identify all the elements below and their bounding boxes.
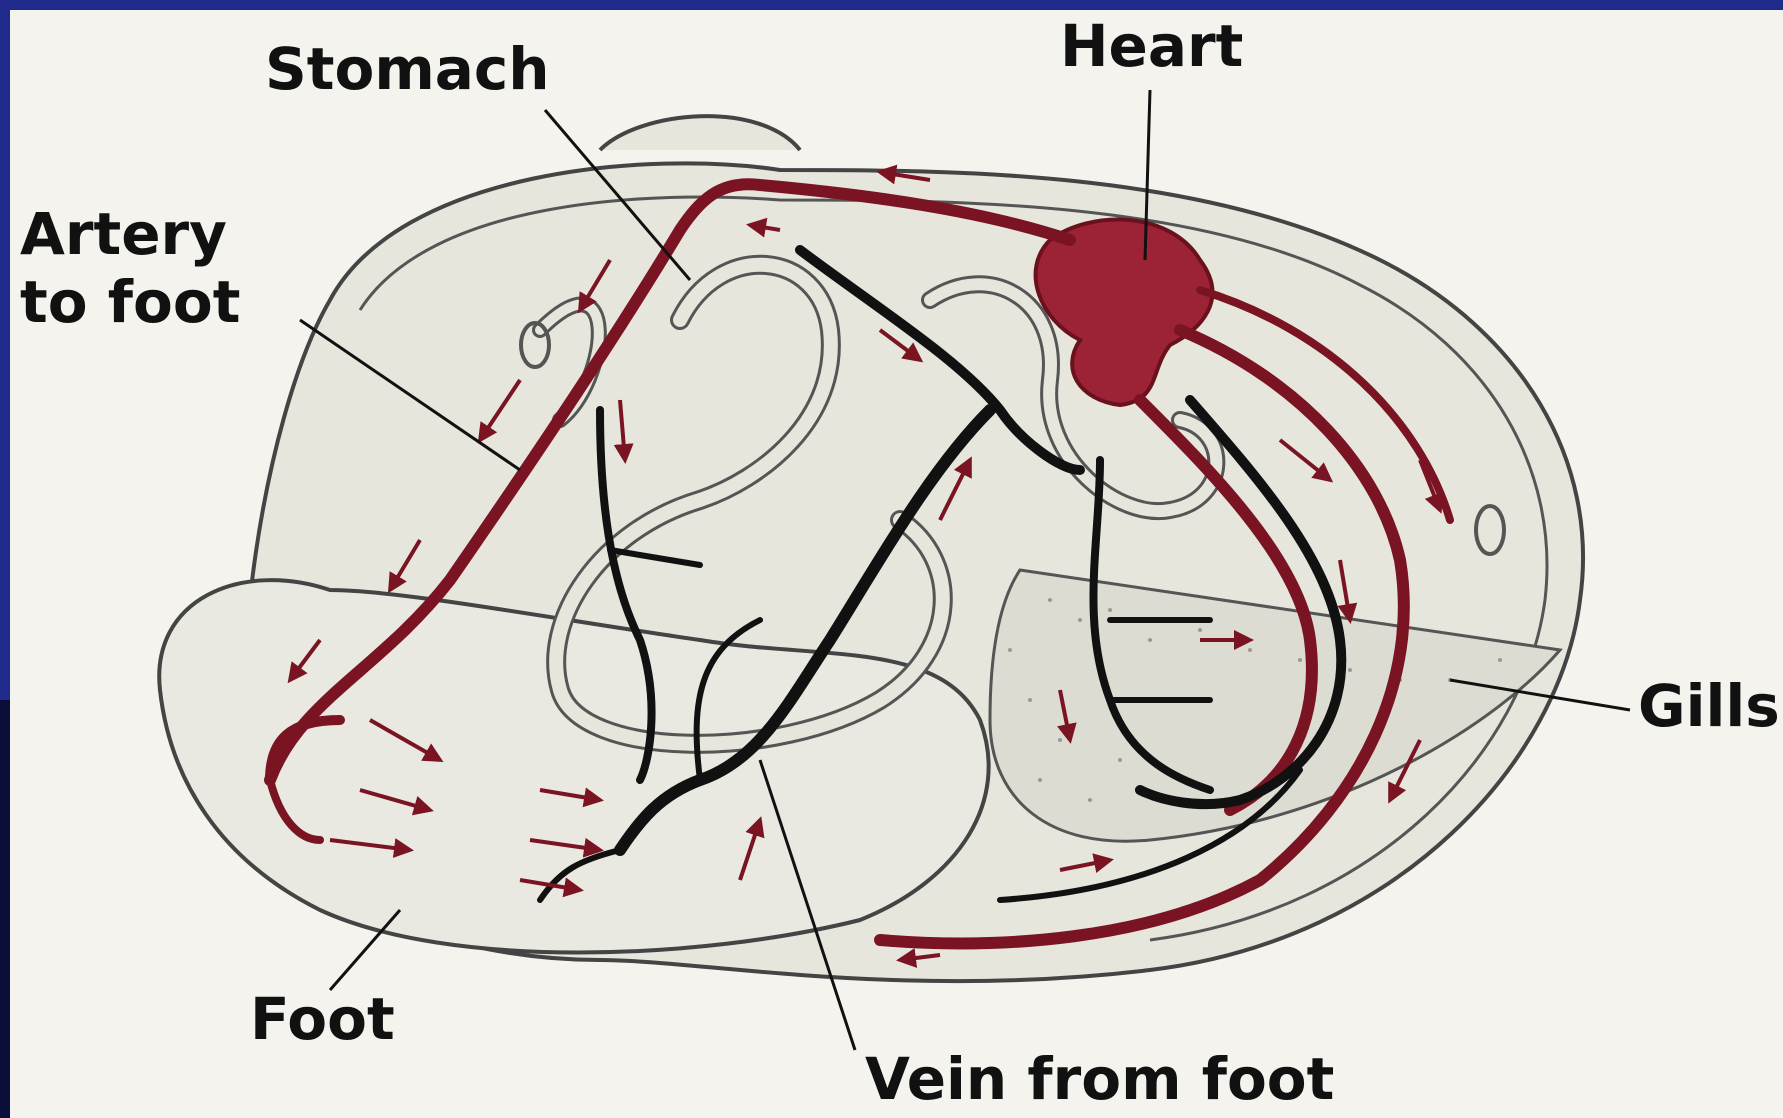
label-heart: Heart bbox=[1060, 12, 1243, 80]
label-stomach: Stomach bbox=[265, 35, 550, 103]
label-foot: Foot bbox=[250, 985, 395, 1053]
label-gills: Gills bbox=[1638, 672, 1780, 740]
hinge-bump bbox=[600, 116, 800, 150]
label-artery-to-foot: Artery to foot bbox=[20, 200, 260, 336]
label-vein-from-foot: Vein from foot bbox=[865, 1045, 1334, 1113]
